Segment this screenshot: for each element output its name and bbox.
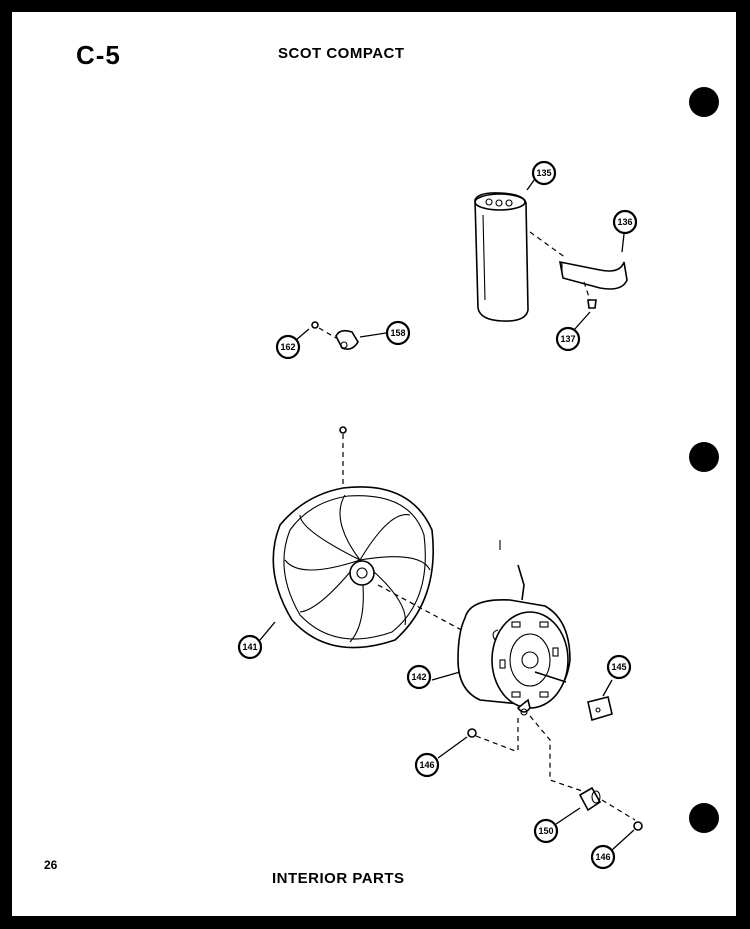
callout-135: 135 <box>531 160 557 186</box>
callout-162: 162 <box>275 334 301 360</box>
callout-136: 136 <box>612 209 638 235</box>
clip-158-part <box>335 329 359 350</box>
nut-146-right-part <box>633 821 643 831</box>
callout-146-left-label: 146 <box>419 760 434 770</box>
screw-137-part <box>587 299 597 309</box>
page-code: C-5 <box>76 40 121 70</box>
binder-hole-bottom <box>689 803 719 833</box>
callout-162-label: 162 <box>280 342 295 352</box>
callout-158-label: 158 <box>390 328 405 338</box>
model-title: SCOT COMPACT <box>278 45 405 62</box>
page-number: 26 <box>44 858 58 872</box>
callout-150: 150 <box>533 818 559 844</box>
screw-162-part <box>311 321 319 329</box>
grommet-150-part <box>578 786 602 812</box>
capacitor-part <box>474 192 529 322</box>
callout-142-label: 142 <box>411 672 426 682</box>
callout-137-label: 137 <box>560 334 575 344</box>
callout-146-left: 146 <box>414 752 440 778</box>
section-title: INTERIOR PARTS <box>272 870 405 887</box>
callout-141: 141 <box>237 634 263 660</box>
binder-hole-middle <box>689 442 719 472</box>
parts-sheet <box>12 12 736 916</box>
binder-hole-top <box>689 87 719 117</box>
callout-145: 145 <box>606 654 632 680</box>
callout-135-label: 135 <box>536 168 551 178</box>
mounting-bracket-part <box>587 696 613 722</box>
callout-137: 137 <box>555 326 581 352</box>
fan-motor-part <box>457 540 571 716</box>
callout-158: 158 <box>385 320 411 346</box>
callout-142: 142 <box>406 664 432 690</box>
callout-141-label: 141 <box>242 642 257 652</box>
callout-145-label: 145 <box>611 662 626 672</box>
capacitor-strap-part <box>558 260 628 290</box>
fan-blade-part <box>272 426 434 649</box>
callout-146-right: 146 <box>590 844 616 870</box>
callout-150-label: 150 <box>538 826 553 836</box>
callout-136-label: 136 <box>617 217 632 227</box>
nut-146-left-part <box>467 728 477 738</box>
callout-146-right-label: 146 <box>595 852 610 862</box>
